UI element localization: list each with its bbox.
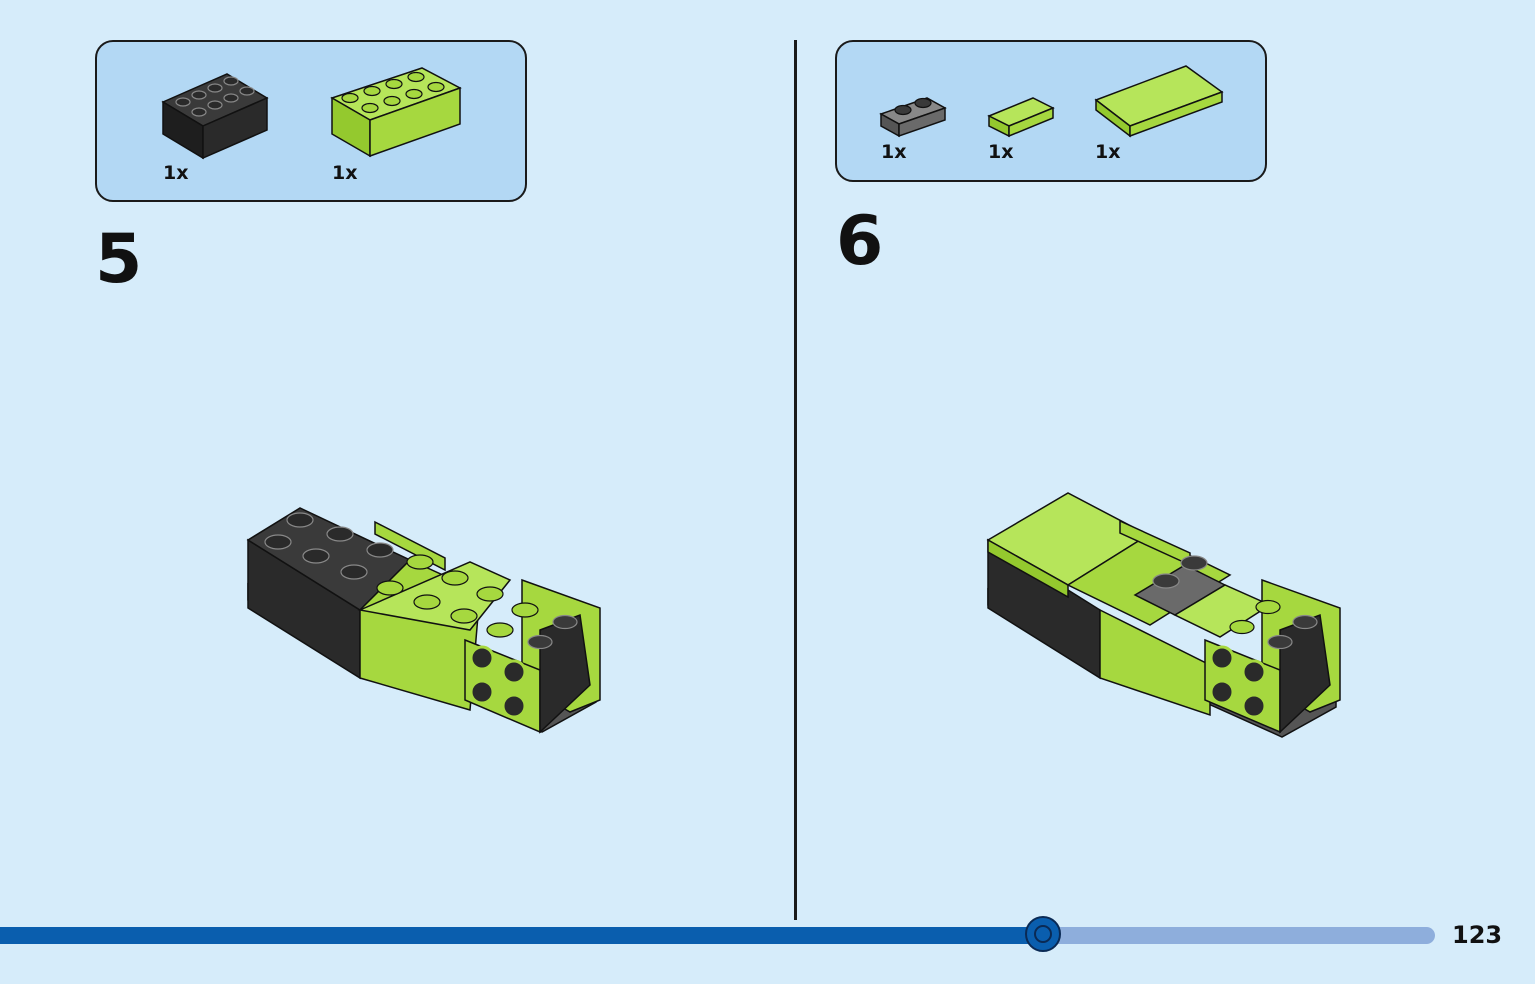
- lime-tile-2x6-icon: [1094, 65, 1224, 138]
- parts-callout-step-5: 1x 1x: [95, 40, 527, 202]
- step-number: 6: [836, 202, 884, 281]
- part-quantity: 1x: [163, 162, 189, 184]
- part-quantity: 1x: [988, 141, 1014, 163]
- lime-brick-2x4-icon: [330, 67, 462, 158]
- part-quantity: 1x: [881, 141, 907, 163]
- progress-knob[interactable]: [1025, 916, 1061, 952]
- model-assembly-step-5: [246, 507, 601, 734]
- parts-callout-step-6: 1x 1x 1x: [835, 40, 1267, 182]
- page-divider: [794, 40, 797, 920]
- model-assembly-step-6: [986, 492, 1341, 738]
- page-number: 123: [1452, 921, 1503, 949]
- black-brick-2x4-icon: [161, 73, 269, 160]
- progress-fill: [0, 927, 1043, 944]
- part-quantity: 1x: [332, 162, 358, 184]
- step-number: 5: [95, 220, 143, 299]
- dark-gray-plate-1x2-icon: [879, 97, 947, 138]
- part-quantity: 1x: [1095, 141, 1121, 163]
- lime-tile-1x2-icon: [987, 97, 1055, 138]
